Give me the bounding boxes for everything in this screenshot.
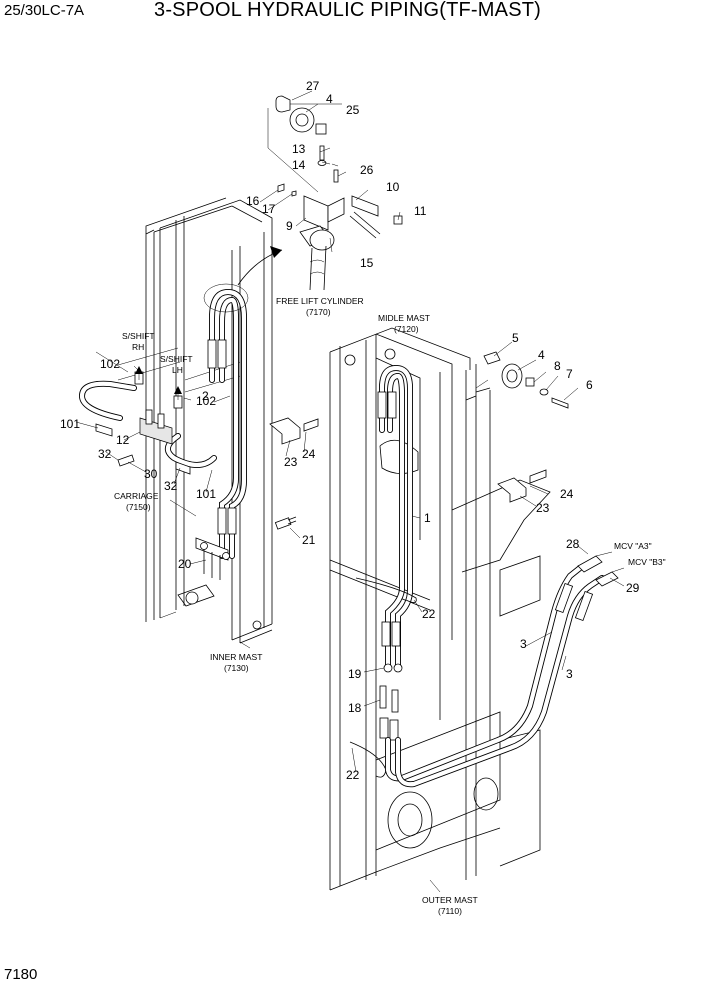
callout-11: 11 xyxy=(414,204,427,218)
callout-22a: 22 xyxy=(422,607,436,621)
label-sshift-lh-2: LH xyxy=(172,365,183,375)
callout-numbers: 27 4 25 13 14 26 10 16 17 11 9 15 5 4 8 … xyxy=(60,79,640,782)
callout-6: 6 xyxy=(586,378,593,392)
callout-18: 18 xyxy=(348,701,362,715)
leader-lines xyxy=(75,90,625,893)
label-carriage: CARRIAGE xyxy=(114,491,159,501)
label-sshift-rh-1: S/SHIFT xyxy=(122,331,155,341)
label-outer-mast-code: (7110) xyxy=(438,906,462,916)
callout-23b: 23 xyxy=(536,501,550,515)
callout-25: 25 xyxy=(346,103,360,117)
callout-20: 20 xyxy=(178,557,192,571)
callout-26: 26 xyxy=(360,163,374,177)
callout-17: 17 xyxy=(262,202,276,216)
label-inner-mast: INNER MAST xyxy=(210,652,262,662)
callout-32b: 32 xyxy=(164,479,178,493)
callout-22b: 22 xyxy=(346,768,360,782)
page-number: 7180 xyxy=(4,966,38,983)
callout-28: 28 xyxy=(566,537,580,551)
callout-23a: 23 xyxy=(284,455,298,469)
callout-32a: 32 xyxy=(98,447,112,461)
callout-19: 19 xyxy=(348,667,362,681)
callout-4b: 4 xyxy=(538,348,545,362)
callout-30: 30 xyxy=(144,467,158,481)
clamp-brackets xyxy=(269,417,547,503)
callout-101a: 101 xyxy=(60,417,80,431)
callout-3b: 3 xyxy=(566,667,573,681)
label-midle-mast: MIDLE MAST xyxy=(378,313,430,323)
callout-102b: 102 xyxy=(196,394,216,408)
callout-4: 4 xyxy=(326,92,333,106)
callout-15: 15 xyxy=(360,256,374,270)
inner-mast-hoses xyxy=(203,246,283,559)
callout-12: 12 xyxy=(116,433,130,447)
callout-3a: 3 xyxy=(520,637,527,651)
callout-14: 14 xyxy=(292,158,306,172)
page-title: 3-SPOOL HYDRAULIC PIPING(TF-MAST) xyxy=(154,0,542,21)
callout-101b: 101 xyxy=(196,487,216,501)
label-carriage-code: (7150) xyxy=(126,502,151,512)
callout-29: 29 xyxy=(626,581,640,595)
callout-9: 9 xyxy=(286,219,293,233)
callout-24b: 24 xyxy=(560,487,574,501)
mcv-pipes xyxy=(385,551,625,788)
callout-102a: 102 xyxy=(100,357,120,371)
inner-mast-bottom-fittings xyxy=(195,516,297,580)
label-midle-mast-code: (7120) xyxy=(394,324,419,334)
callout-27: 27 xyxy=(306,79,320,93)
callout-16: 16 xyxy=(246,194,260,208)
label-mcv-b3: MCV "B3" xyxy=(628,557,666,567)
carriage-piping xyxy=(78,351,217,475)
callout-1: 1 xyxy=(424,511,431,525)
midle-outer-mast-drawing xyxy=(329,327,551,891)
callout-21: 21 xyxy=(302,533,316,547)
label-free-lift-cylinder-code: (7170) xyxy=(306,307,331,317)
callout-13: 13 xyxy=(292,142,306,156)
model-code: 25/30LC-7A xyxy=(4,2,85,19)
label-sshift-lh-1: S/SHIFT xyxy=(160,354,193,364)
label-mcv-a3: MCV "A3" xyxy=(614,541,652,551)
label-free-lift-cylinder: FREE LIFT CYLINDER xyxy=(276,296,364,306)
callout-2: 2 xyxy=(202,389,209,403)
callout-8: 8 xyxy=(554,359,561,373)
callout-7: 7 xyxy=(566,367,573,381)
assembly-labels: FREE LIFT CYLINDER (7170) MIDLE MAST (71… xyxy=(114,296,666,916)
label-outer-mast: OUTER MAST xyxy=(422,895,478,905)
midle-mast-sheave-parts xyxy=(475,351,569,409)
midle-mast-hoses xyxy=(349,364,417,778)
callout-10: 10 xyxy=(386,180,400,194)
label-sshift-rh-2: RH xyxy=(132,342,144,352)
label-inner-mast-code: (7130) xyxy=(224,663,249,673)
free-lift-cylinder-drawing xyxy=(267,95,403,291)
callout-24a: 24 xyxy=(302,447,316,461)
callout-5: 5 xyxy=(512,331,519,345)
